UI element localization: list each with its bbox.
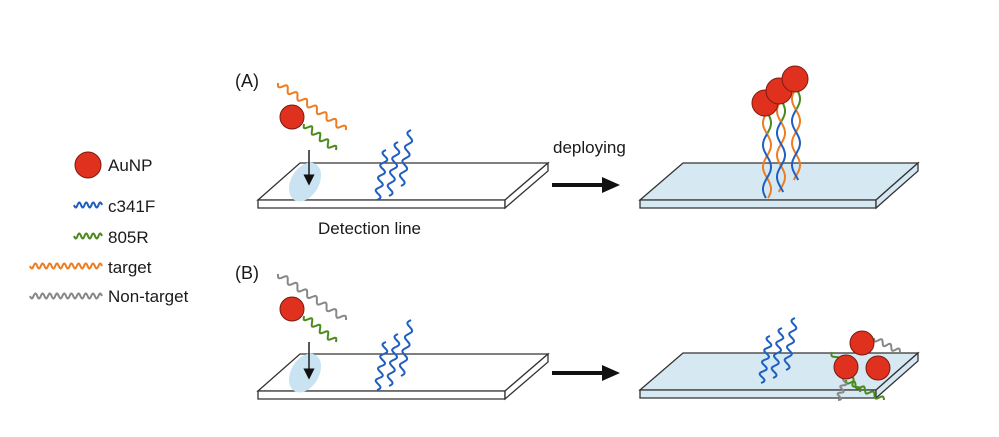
capture-probe-b-2: [386, 333, 401, 387]
panel-a-label: (A): [235, 71, 259, 91]
result-strip-a-side: [639, 199, 877, 209]
panel-b-label: (B): [235, 263, 259, 283]
process-arrow-a-head: [602, 177, 620, 193]
strip-b-end: [504, 352, 549, 401]
legend-nontarget-icon: [29, 292, 103, 300]
deploying-label: deploying: [553, 138, 626, 157]
probe-a-target-strand: [277, 83, 347, 130]
bound-aunp-a-3: [781, 65, 809, 93]
legend-target-icon: [29, 262, 103, 270]
process-arrow-b-head: [602, 365, 620, 381]
capture-probe-b-3: [398, 319, 414, 377]
bound-helix-strand-3-3: [791, 109, 801, 181]
probe-b-aunp: [279, 296, 305, 322]
probe-b-805r-strand: [302, 315, 338, 343]
panel-b: (B): [235, 263, 920, 401]
result-capture-probe-b-2: [770, 327, 785, 379]
legend: AuNP c341F 805R target Non-target: [29, 151, 189, 306]
bound-helix-strand-1-3: [762, 133, 772, 199]
cluster-b-aunp-3: [865, 355, 891, 381]
legend-aunp-label: AuNP: [108, 156, 152, 175]
cluster-b-aunp-2: [833, 354, 859, 380]
capture-probe-a-3: [398, 129, 414, 187]
bound-helix-strand-1-2: [762, 111, 773, 199]
result-capture-probe-b-3: [783, 317, 798, 371]
legend-aunp-icon: [74, 151, 102, 179]
legend-nontarget-label: Non-target: [108, 287, 189, 306]
cluster-b-strand-green-2: [845, 379, 885, 401]
capture-probe-a-1: [374, 149, 389, 201]
cluster-b-aunp-1: [849, 330, 875, 356]
legend-805r-label: 805R: [108, 228, 149, 247]
probe-a-805r-strand: [302, 123, 338, 151]
bound-helix-strand-2-3: [776, 121, 786, 193]
panel-a: (A) Detection line deploying: [235, 65, 920, 238]
capture-probe-b-1: [374, 341, 389, 391]
cluster-b-strand-gray-1: [836, 377, 848, 401]
bound-helix-strand-2-2: [775, 99, 787, 193]
detection-line-label: Detection line: [318, 219, 421, 238]
result-strip-b-end: [875, 351, 919, 400]
legend-c341f-icon: [73, 201, 103, 209]
probe-a-aunp: [279, 104, 305, 130]
strip-a-end: [504, 161, 549, 210]
legend-target-label: target: [108, 258, 152, 277]
strip-b-side: [257, 390, 506, 400]
result-strip-a-end: [875, 161, 919, 210]
bound-complexes-a: [762, 87, 802, 199]
bound-helix-strand-3-2: [790, 87, 802, 181]
cluster-b-strand-gray-2: [873, 337, 901, 353]
legend-805r-icon: [73, 232, 103, 240]
capture-probe-a-2: [386, 141, 401, 197]
probe-b-nontarget-strand: [277, 274, 347, 320]
legend-c341f-label: c341F: [108, 197, 155, 216]
result-capture-probe-b-1: [758, 335, 773, 384]
strip-a-side: [257, 199, 506, 209]
